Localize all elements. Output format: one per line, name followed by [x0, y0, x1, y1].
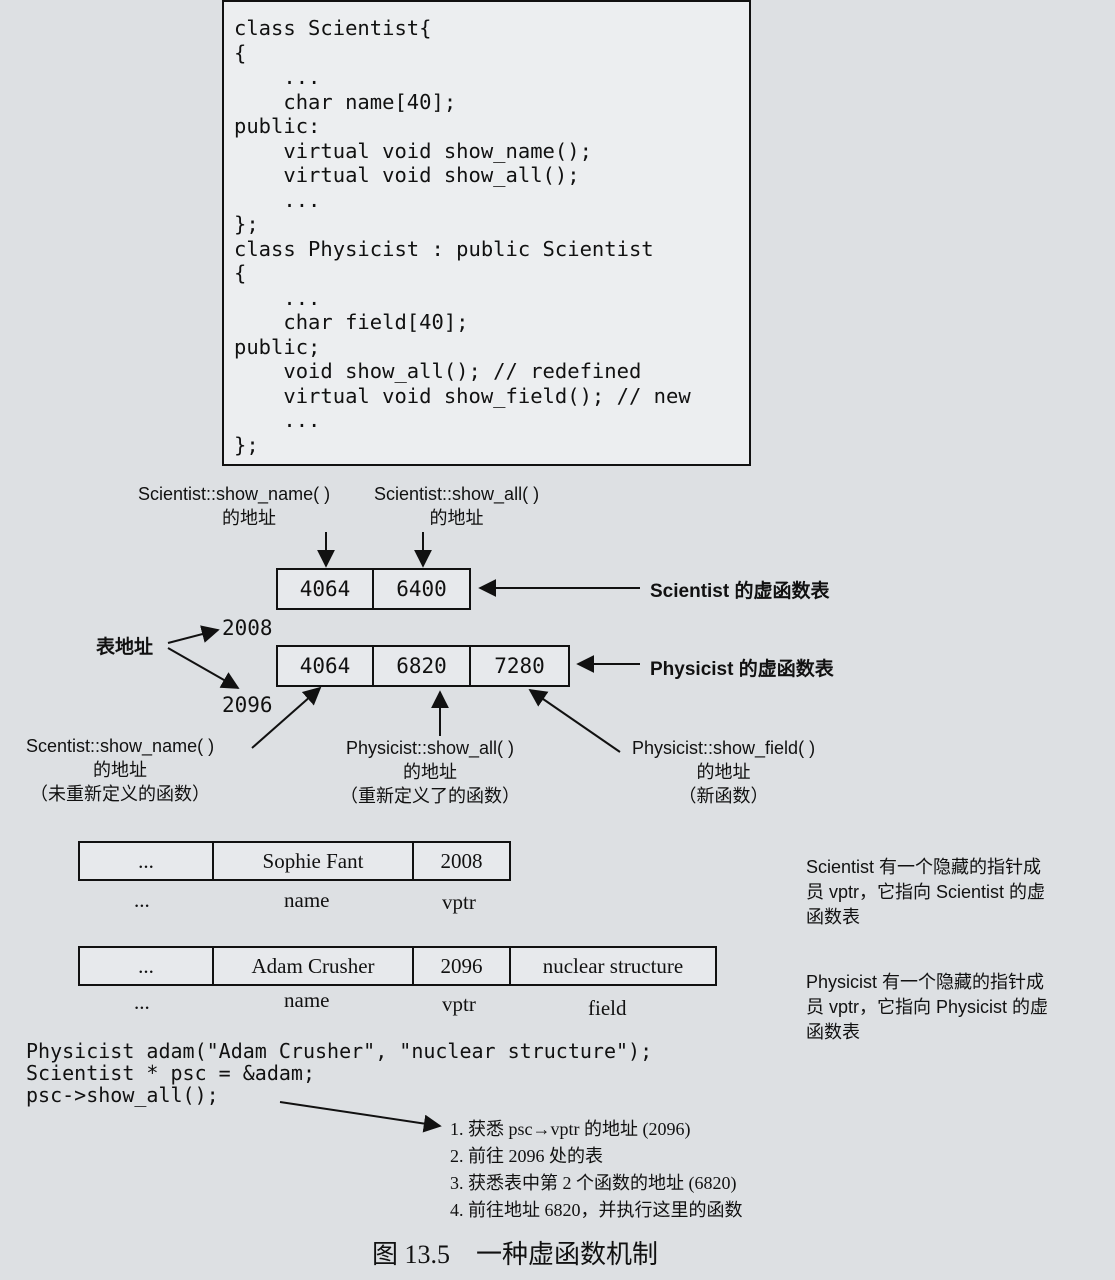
- code-line: psc->show_all();: [26, 1083, 219, 1107]
- note-physicist-vptr: Physicist 有一个隐藏的指针成 员 vptr，它指向 Physicist…: [806, 970, 1048, 1045]
- call-code: Physicist adam("Adam Crusher", "nuclear …: [26, 1040, 652, 1106]
- note-line: Physicist 有一个隐藏的指针成: [806, 972, 1045, 992]
- label-line: Scentist::show_name( ): [26, 736, 215, 756]
- label-scientist-show-all-address: Scientist::show_all( ) 的地址: [374, 482, 539, 530]
- physicist-vtable-cell: 7280: [469, 645, 570, 687]
- step-item: 4. 前往地址 6820，并执行这里的函数: [450, 1200, 743, 1220]
- physicist-vtable-cell: 4064: [276, 645, 374, 687]
- label-line: （重新定义了的函数）: [340, 786, 520, 806]
- label-scientist-show-name-address: Scientist::show_name( ) 的地址: [138, 482, 330, 530]
- label-physicist-show-all: Physicist::show_all( ) 的地址 （重新定义了的函数）: [340, 736, 520, 808]
- adam-object-cell: 2096: [412, 946, 511, 986]
- arrow-table-address-2008: [167, 625, 220, 644]
- code-line: ...: [234, 408, 321, 432]
- step-item: 1. 获悉 psc→vptr 的地址 (2096): [450, 1119, 691, 1139]
- adam-label: name: [284, 988, 330, 1012]
- code-line: class Physicist : public Scientist: [234, 236, 654, 261]
- code-line: ...: [234, 285, 321, 310]
- scientist-vtable-label: Scientist 的虚函数表: [650, 581, 830, 602]
- note-line: Scientist 有一个隐藏的指针成: [806, 857, 1042, 877]
- physicist-vtable-cell: 6820: [372, 645, 471, 687]
- code-line: {: [234, 40, 247, 65]
- adam-object-cell: Adam Crusher: [212, 946, 414, 986]
- sophie-object-cell: 2008: [412, 841, 511, 881]
- sophie-object-cell: ...: [78, 841, 214, 881]
- label-line: Physicist::show_field( ): [632, 738, 816, 758]
- step-item: 3. 获悉表中第 2 个函数的地址 (6820): [450, 1173, 737, 1193]
- label-line: Scientist::show_all( ): [374, 484, 540, 504]
- sophie-label: ...: [134, 888, 150, 912]
- sophie-object-cell: Sophie Fant: [212, 841, 414, 881]
- code-line: ...: [234, 187, 321, 212]
- scientist-vtable-cell: 6400: [372, 568, 471, 610]
- address-2008: 2008: [222, 616, 273, 640]
- code-line: class Scientist{: [234, 16, 432, 40]
- code-line: };: [234, 212, 259, 236]
- class-definition-code: class Scientist{ { ... char name[40]; pu…: [234, 16, 691, 457]
- adam-object-cell: ...: [78, 946, 214, 986]
- code-line: public:: [234, 114, 321, 138]
- code-line: virtual void show_name();: [234, 138, 592, 163]
- label-line: 的地址: [93, 760, 148, 780]
- adam-label: vptr: [442, 992, 476, 1016]
- note-line: 员 vptr，它指向 Scientist 的虚: [806, 882, 1046, 902]
- adam-label: ...: [134, 990, 150, 1014]
- code-line: };: [234, 432, 259, 457]
- note-line: 员 vptr，它指向 Physicist 的虚: [806, 997, 1049, 1017]
- arrow-show-name-up: [251, 686, 322, 749]
- note-line: 函数表: [806, 907, 860, 927]
- table-address-label: 表地址: [96, 637, 154, 658]
- code-line: Physicist adam("Adam Crusher", "nuclear …: [26, 1039, 653, 1063]
- label-line: 的地址: [222, 508, 276, 528]
- note-scientist-vptr: Scientist 有一个隐藏的指针成 员 vptr，它指向 Scientist…: [806, 855, 1045, 930]
- figure-caption: 图 13.5 一种虚函数机制: [372, 1240, 659, 1269]
- code-line: char field[40];: [234, 310, 469, 334]
- label-physicist-show-field: Physicist::show_field( ) 的地址 （新函数）: [632, 736, 815, 808]
- scientist-vtable-cell: 4064: [276, 568, 374, 610]
- sophie-label: vptr: [442, 890, 476, 914]
- class-definition-code-box: class Scientist{ { ... char name[40]; pu…: [222, 0, 751, 466]
- sophie-label: name: [284, 888, 330, 912]
- code-line: virtual void show_all();: [234, 163, 580, 187]
- label-line: Scientist::show_name( ): [138, 484, 331, 504]
- step-item: 2. 前往 2096 处的表: [450, 1146, 603, 1166]
- adam-object-cell: nuclear structure: [509, 946, 717, 986]
- address-2096: 2096: [222, 693, 273, 717]
- label-line: Physicist::show_all( ): [345, 738, 515, 758]
- code-line: public;: [234, 334, 321, 359]
- physicist-vtable-label: Physicist 的虚函数表: [650, 659, 834, 680]
- label-line: （未重新定义的函数）: [30, 784, 211, 804]
- arrow-show-field-up: [528, 688, 621, 753]
- label-line: （新函数）: [678, 786, 769, 806]
- call-steps-list: 1. 获悉 psc→vptr 的地址 (2096) 2. 前往 2096 处的表…: [450, 1116, 743, 1224]
- label-line: 的地址: [696, 762, 751, 782]
- adam-label: field: [588, 996, 627, 1020]
- code-line: {: [234, 261, 247, 285]
- code-line: virtual void show_field(); // new: [234, 383, 691, 408]
- label-scentist-show-name: Scentist::show_name( ) 的地址 （未重新定义的函数）: [26, 734, 214, 806]
- arrow-table-address-2096: [167, 647, 240, 689]
- code-line: Scientist * psc = &adam;: [26, 1061, 315, 1085]
- label-line: 的地址: [403, 762, 457, 782]
- code-line: void show_all(); // redefined: [234, 359, 642, 383]
- note-line: 函数表: [806, 1022, 860, 1042]
- arrow-call-steps: [279, 1101, 442, 1133]
- label-line: 的地址: [429, 508, 484, 528]
- code-line: char name[40];: [234, 89, 457, 114]
- code-line: ...: [234, 65, 321, 89]
